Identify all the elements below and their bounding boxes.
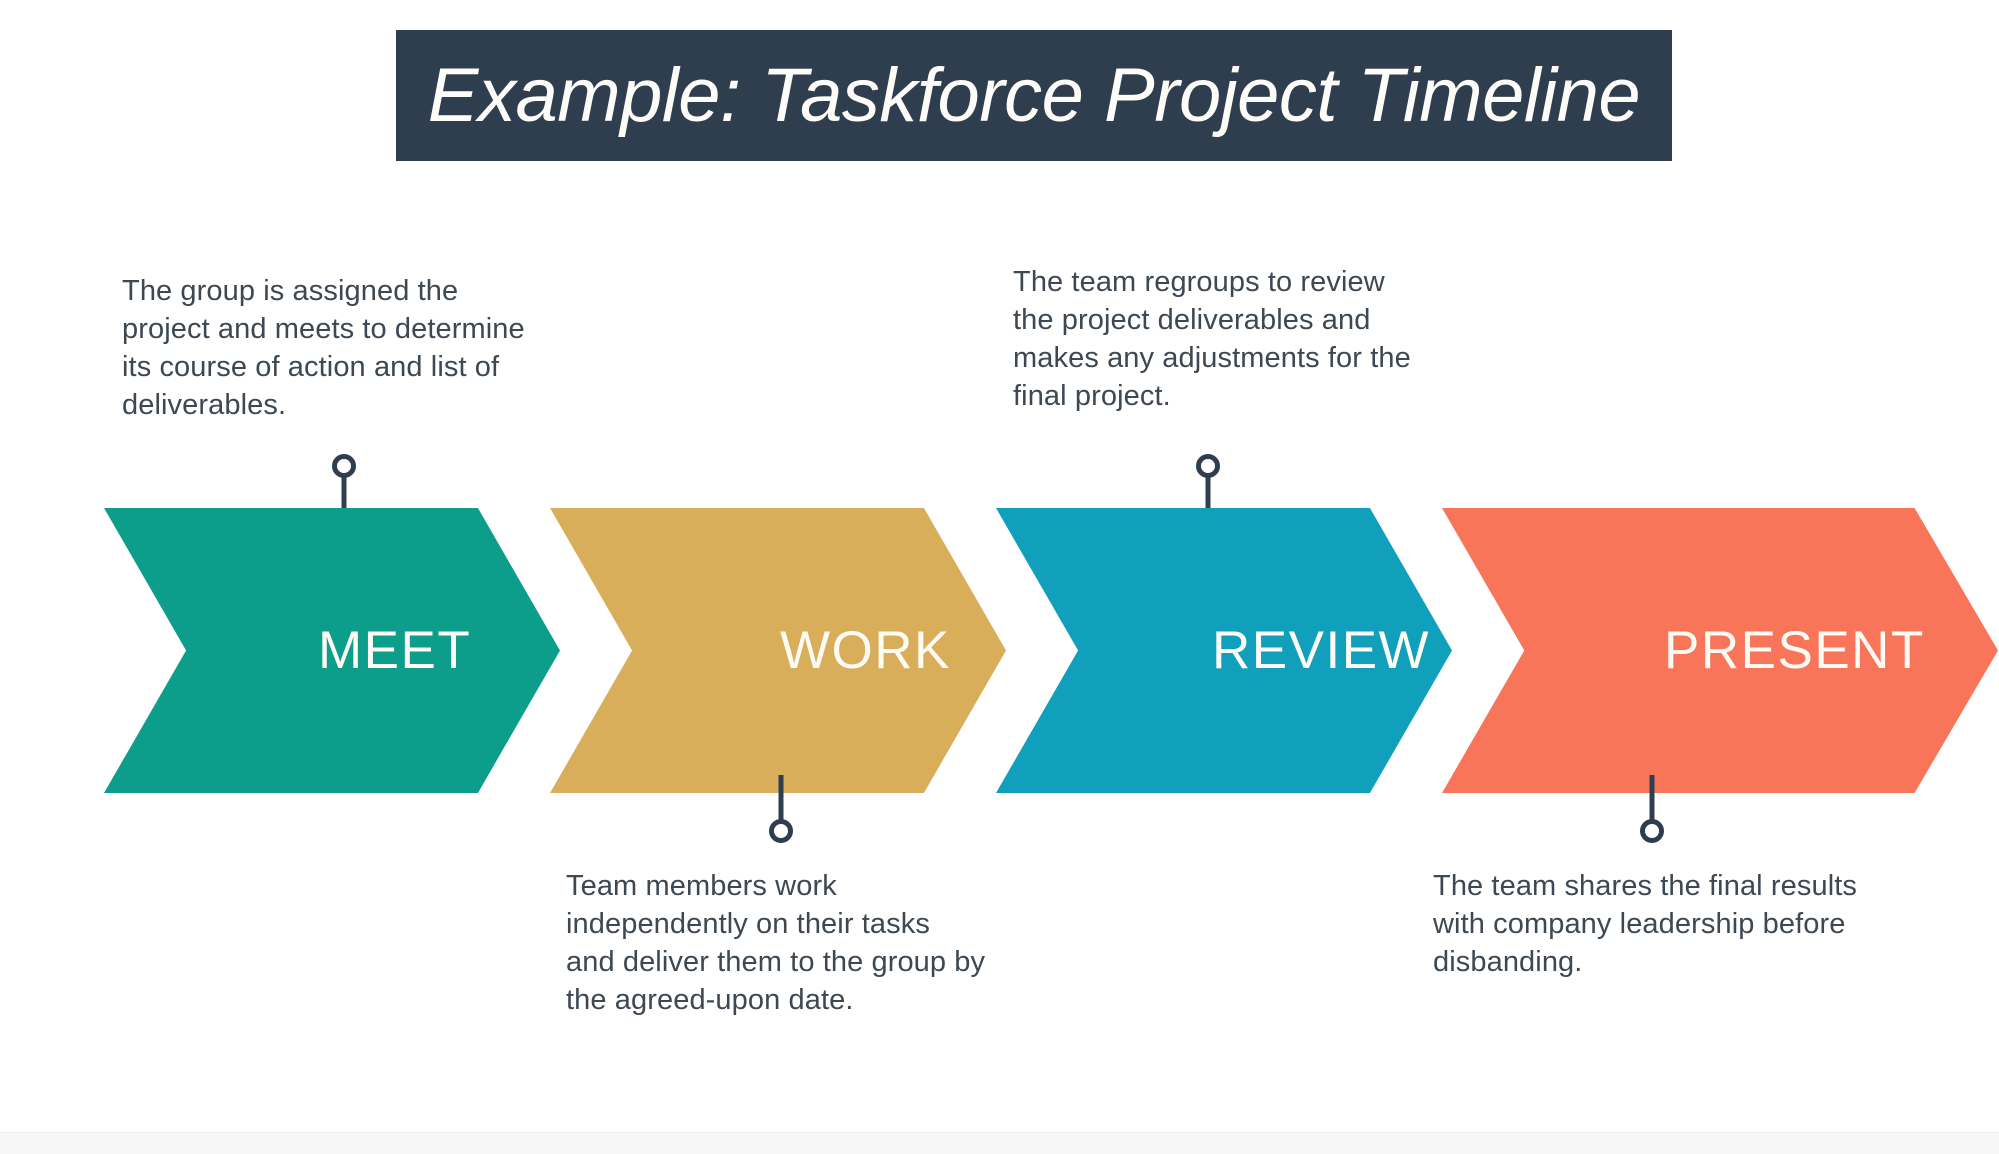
callout-meet: The group is assigned the project and me… [122, 272, 554, 424]
timeline-step-label-meet: MEET [318, 621, 472, 680]
timeline-step-work[interactable]: WORK [550, 508, 1006, 793]
connector-stem [1649, 775, 1655, 823]
callout-work-text: Team members work independently on their… [566, 870, 986, 1016]
timeline-step-review[interactable]: REVIEW [996, 508, 1452, 793]
timeline-chevron-band: MEET WORK REVIEW PRESENT [0, 508, 1999, 793]
connector-stem [778, 775, 784, 823]
callout-review: The team regroups to review the project … [1013, 263, 1433, 415]
callout-meet-text: The group is assigned the project and me… [122, 275, 525, 421]
page-title: Example: Taskforce Project Timeline [427, 52, 1641, 138]
callout-present-text: The team shares the final results with c… [1433, 870, 1857, 978]
timeline-step-label-present: PRESENT [1664, 621, 1925, 680]
connector-present [1640, 775, 1664, 843]
bottom-edge-strip [0, 1132, 1999, 1154]
callout-work: Team members work independently on their… [566, 867, 986, 1019]
connector-ring-icon [1640, 819, 1664, 843]
connector-work [769, 775, 793, 843]
connector-ring-icon [769, 819, 793, 843]
callout-review-text: The team regroups to review the project … [1013, 266, 1411, 412]
slide-title-banner: Example: Taskforce Project Timeline [396, 30, 1672, 161]
timeline-step-label-work: WORK [780, 621, 951, 680]
timeline-step-meet[interactable]: MEET [104, 508, 560, 793]
timeline-step-label-review: REVIEW [1212, 621, 1431, 680]
timeline-step-present[interactable]: PRESENT [1442, 508, 1998, 793]
callout-present: The team shares the final results with c… [1433, 867, 1873, 981]
